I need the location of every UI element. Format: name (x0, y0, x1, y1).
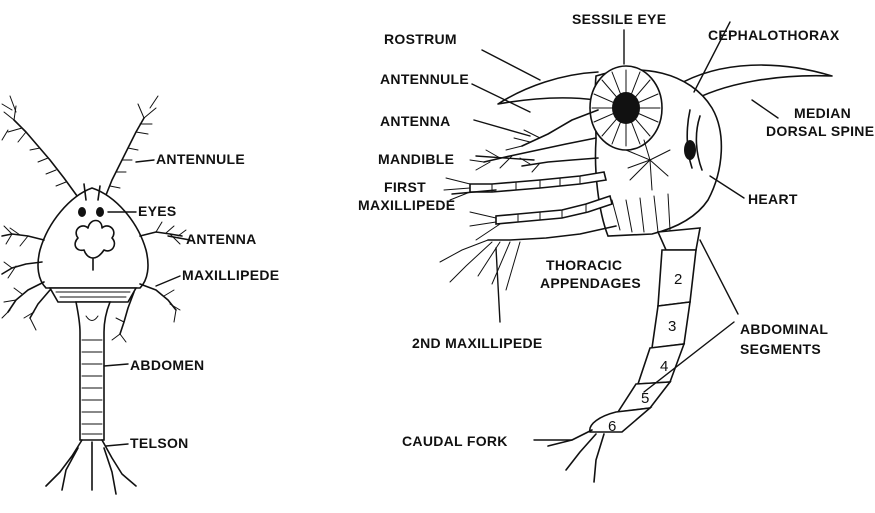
label-maxillipede-right: MAXILLIPEDE (358, 197, 455, 213)
segment-number-5: 5 (641, 390, 649, 407)
rostrum-drawing (498, 72, 598, 104)
label-rostrum: ROSTRUM (384, 31, 457, 47)
first-maxillipede-drawing (444, 172, 606, 200)
antenna-right-drawing (140, 222, 186, 244)
label-thoracic: THORACIC (546, 257, 622, 273)
label-heart: HEART (748, 191, 798, 207)
segment-number-6: 6 (608, 418, 616, 435)
label-eyes: EYES (138, 203, 177, 219)
label-antennule-left: ANTENNULE (156, 151, 245, 167)
label-appendages: APPENDAGES (540, 275, 641, 291)
segment-number-4: 4 (660, 358, 668, 375)
thorax-band-drawing (50, 288, 136, 302)
label-dorsal-spine: DORSAL SPINE (766, 123, 874, 139)
label-median: MEDIAN (794, 105, 851, 121)
abdominal-segment-1 (658, 228, 700, 250)
label-maxillipede: MAXILLIPEDE (182, 267, 279, 283)
label-first: FIRST (384, 179, 426, 195)
head-shield-drawing (38, 188, 148, 288)
label-sessile-eye: SESSILE EYE (572, 11, 666, 27)
antennule-left-drawing (2, 96, 80, 200)
label-antenna-left: ANTENNA (186, 231, 257, 247)
abdomen-drawing (76, 302, 110, 440)
sessile-eye-drawing (590, 66, 662, 150)
antennule-drawing (506, 110, 598, 150)
telson-drawing (46, 440, 136, 494)
label-antennule-right: ANTENNULE (380, 71, 469, 87)
label-2nd-maxillipede: 2ND MAXILLIPEDE (412, 335, 543, 351)
antenna-drawing (470, 138, 596, 170)
label-caudal-fork: CAUDAL FORK (402, 433, 508, 449)
label-abdominal: ABDOMINAL (740, 321, 828, 337)
label-antenna-right: ANTENNA (380, 113, 451, 129)
left-labels: ANTENNULE EYES ANTENNA MAXILLIPEDE ABDOM… (130, 151, 279, 451)
segment-number-2: 2 (674, 271, 682, 288)
label-cephalothorax: CEPHALOTHORAX (708, 27, 840, 43)
antennule-right-drawing (104, 96, 158, 200)
label-telson: TELSON (130, 435, 189, 451)
segment-number-3: 3 (668, 318, 676, 335)
label-abdomen: ABDOMEN (130, 357, 204, 373)
caudal-fork-drawing (548, 430, 604, 482)
label-mandible: MANDIBLE (378, 151, 454, 167)
abdominal-segment-6 (590, 408, 650, 432)
second-maxillipede-drawing (470, 196, 612, 240)
label-segments: SEGMENTS (740, 341, 821, 357)
